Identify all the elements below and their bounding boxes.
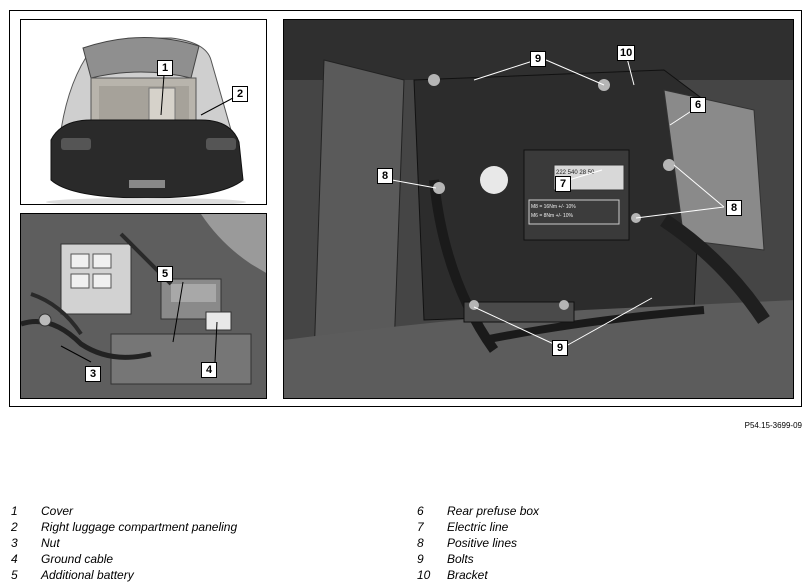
legend-label: Bolts: [447, 552, 474, 566]
legend-item: 10 Bracket: [417, 567, 539, 583]
component-part-number: 222 540 28 50: [556, 170, 595, 176]
legend-label: Right luggage compartment paneling: [41, 520, 238, 534]
callout-4: 4: [201, 362, 217, 378]
legend-item: 3 Nut: [11, 535, 237, 551]
callout-7: 7: [555, 176, 571, 192]
legend-number: 4: [11, 552, 18, 566]
component-torque-1: M8 = 16Nm +/- 10%: [531, 204, 576, 210]
legend-item: 9 Bolts: [417, 551, 539, 567]
legend-label: Electric line: [447, 520, 509, 534]
callout-9-bottom: 9: [552, 340, 568, 356]
legend-label: Ground cable: [41, 552, 114, 566]
legend-label: Additional battery: [41, 568, 134, 582]
callout-9-top: 9: [530, 51, 546, 67]
callout-8-left: 8: [377, 168, 393, 184]
legend-label: Bracket: [447, 568, 488, 582]
callout-10: 10: [617, 45, 636, 61]
legend-item: 1 Cover: [11, 503, 237, 519]
car-rear-drawing: [46, 36, 246, 204]
legend-label: Positive lines: [447, 536, 518, 550]
callout-8-right: 8: [726, 200, 742, 216]
figure-frame: 1 2 5 3 4: [9, 10, 802, 407]
legend-label: Nut: [41, 536, 60, 550]
callout-1: 1: [157, 60, 173, 76]
legend-number: 8: [417, 536, 424, 550]
legend-item: 7 Electric line: [417, 519, 539, 535]
legend-label: Rear prefuse box: [447, 504, 540, 518]
legend-number: 3: [11, 536, 18, 550]
legend-item: 2 Right luggage compartment paneling: [11, 519, 237, 535]
legend-number: 7: [417, 520, 424, 534]
figure-reference-code: P54.15-3699-09: [744, 421, 802, 430]
legend-left-column: 1 Cover 2 Right luggage compartment paneli…: [11, 503, 237, 583]
callout-3: 3: [85, 366, 101, 382]
prefuse-box-drawing: [284, 20, 793, 398]
legend-number: 6: [417, 504, 424, 518]
legend-label: Cover: [41, 504, 74, 518]
prefuse-box-detail-photo: 222 540 28 50 M8 = 16Nm +/- 10% M6 = 8Nm…: [283, 19, 794, 399]
trunk-battery-photo: 5 3 4: [20, 213, 267, 399]
legend-item: 5 Additional battery: [11, 567, 237, 583]
legend-number: 1: [11, 504, 18, 518]
legend-number: 2: [11, 520, 18, 534]
car-rear-photo: 1 2: [20, 19, 267, 205]
callout-6: 6: [690, 97, 706, 113]
detail-leader-lines: [391, 57, 725, 347]
callout-5: 5: [157, 266, 173, 282]
legend-number: 5: [11, 568, 18, 582]
legend-item: 4 Ground cable: [11, 551, 237, 567]
legend-item: 8 Positive lines: [417, 535, 539, 551]
legend-right-column: 6 Rear prefuse box 7 Electric line 8 Positi…: [417, 503, 539, 583]
legend-number: 9: [417, 552, 424, 566]
car-leader-lines: [160, 74, 234, 116]
callout-2: 2: [232, 86, 248, 102]
legend-number: 10: [417, 568, 431, 582]
component-torque-2: M6 = 8Nm +/- 10%: [531, 213, 573, 219]
trunk-drawing: [21, 214, 266, 398]
legend-item: 6 Rear prefuse box: [417, 503, 539, 519]
